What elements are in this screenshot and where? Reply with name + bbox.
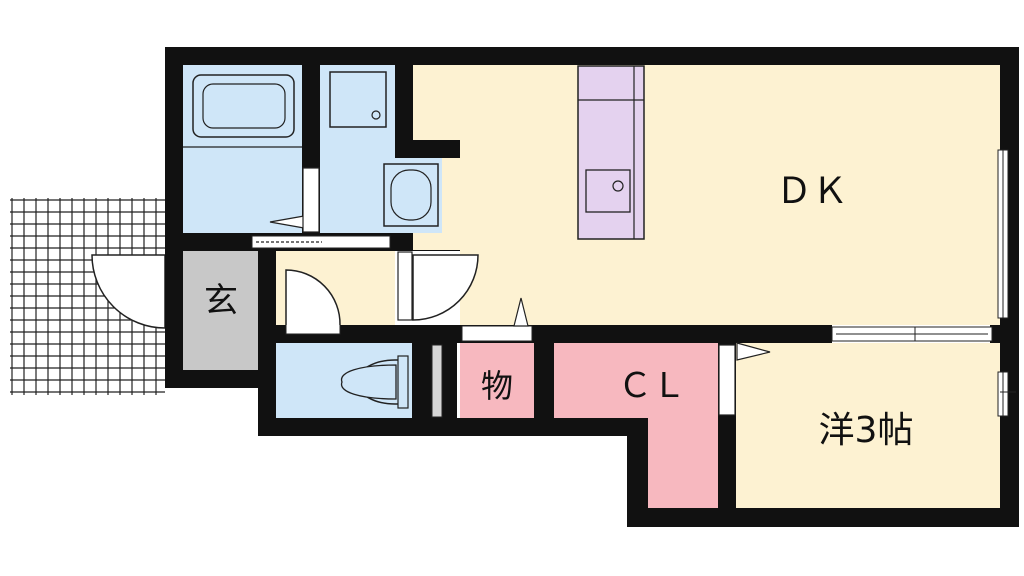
kitchen-sink-icon (585, 169, 631, 213)
storage-door-icon (513, 297, 529, 327)
toilet-door-swing (285, 269, 341, 326)
bathroom-door-panel (302, 167, 320, 233)
closet-floor (554, 343, 718, 508)
toilet-tank-icon (397, 355, 409, 409)
storage-label: 物 (481, 367, 513, 405)
washing-machine-drain-icon (371, 110, 381, 120)
room-fills (183, 65, 1000, 508)
storage-door-frame (461, 325, 533, 342)
entrance-floor (183, 251, 258, 370)
washbasin-bowl-icon (390, 169, 432, 221)
western-room-floor (736, 343, 1000, 508)
dk-floor (413, 65, 1000, 325)
dk-door-panel (397, 251, 413, 321)
closet-door-panel (718, 344, 736, 416)
balcony-grid (10, 198, 165, 395)
toilet-seat-icon (340, 364, 397, 400)
entrance-label: 玄 (204, 281, 238, 321)
closet-door-icon (736, 342, 771, 361)
dk-door-swing (412, 254, 479, 321)
western-room-label: 洋3帖 (819, 410, 914, 451)
dk-label: ＤＫ (776, 171, 848, 212)
bathtub-inner-icon (202, 83, 286, 129)
toilet-vent-icon (431, 344, 443, 418)
entrance-door-swing (91, 254, 166, 329)
closet-label: ＣＬ (618, 366, 686, 406)
kitchen-drain-icon (612, 180, 624, 192)
storage-floor (460, 343, 534, 418)
